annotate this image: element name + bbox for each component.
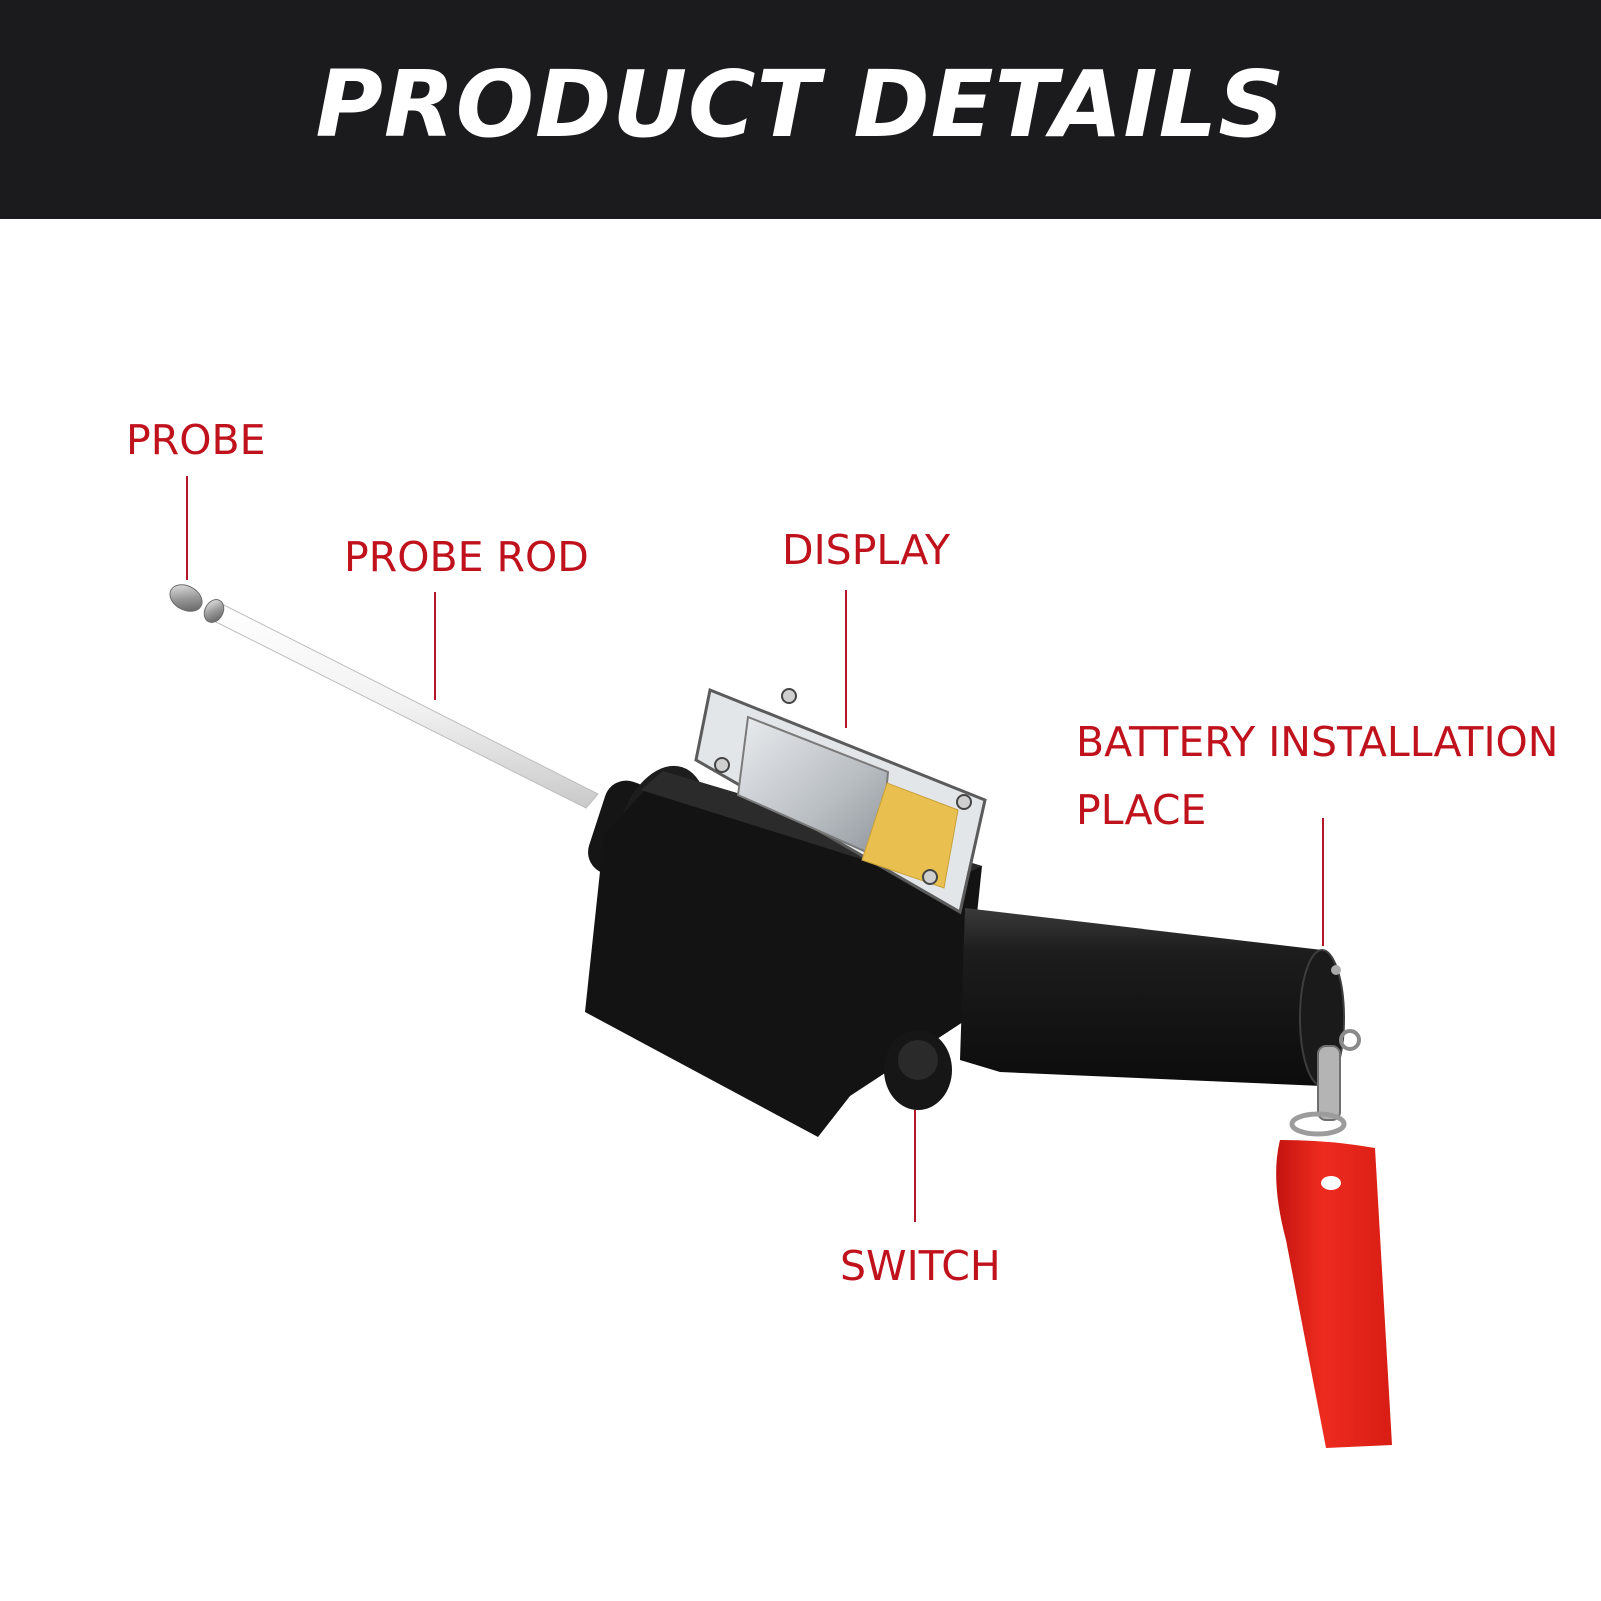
probe-rod — [207, 603, 599, 809]
probe-rod-label: PROBE ROD — [344, 533, 589, 581]
display-housing — [694, 687, 987, 915]
handle — [960, 908, 1345, 1087]
battery-leader-line — [1322, 818, 1324, 946]
display-label: DISPLAY — [782, 526, 951, 574]
switch-knob — [884, 1030, 952, 1110]
battery-label-line1: BATTERY INSTALLATION — [1076, 718, 1559, 766]
probe-leader-line — [186, 476, 188, 580]
probe-label: PROBE — [126, 416, 266, 464]
page-title: PRODUCT DETAILS — [315, 51, 1286, 158]
switch-leader-line — [914, 1110, 916, 1222]
header-banner: PRODUCT DETAILS — [0, 0, 1601, 219]
battery-label-line2: PLACE — [1076, 786, 1207, 834]
lanyard — [1276, 1029, 1392, 1448]
probe-tip — [169, 584, 225, 623]
probe-rod-leader-line — [434, 592, 436, 700]
switch-label: SWITCH — [840, 1242, 1001, 1290]
display-leader-line — [845, 590, 847, 728]
